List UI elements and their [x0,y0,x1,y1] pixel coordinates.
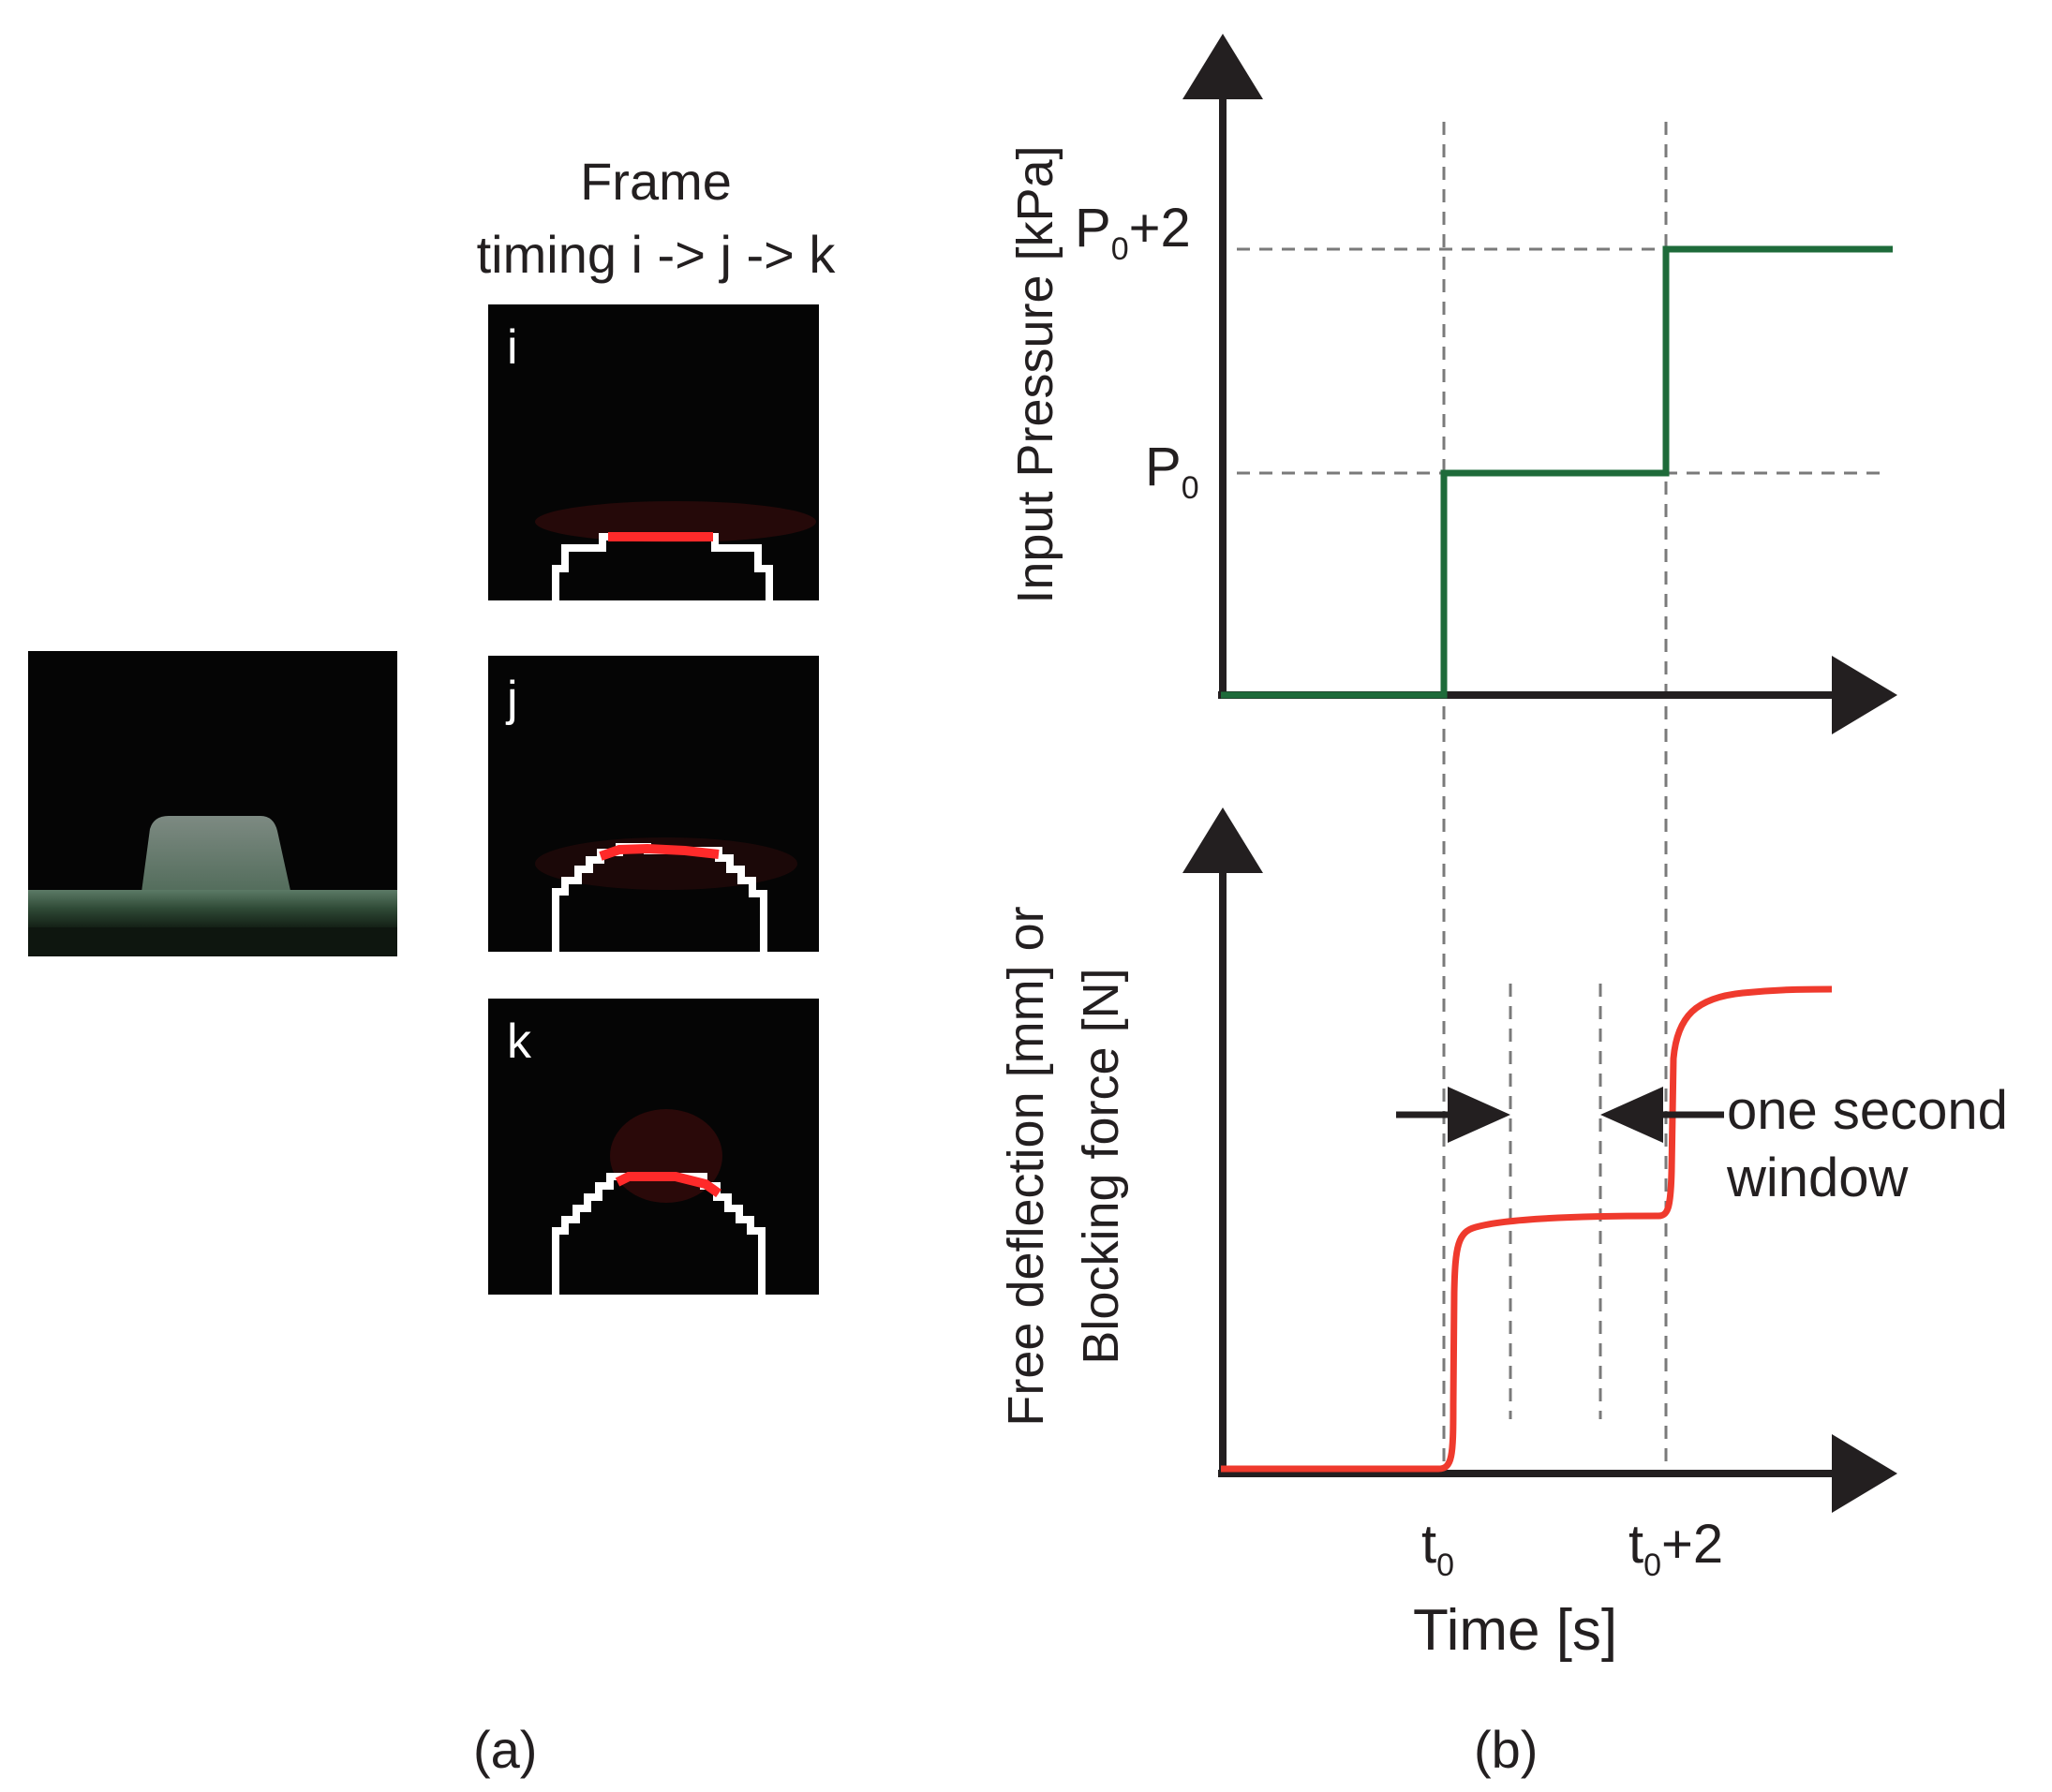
bottom-y-arrowhead [1182,807,1263,873]
bottom-y-axis-label: Free deflection [mm] or Blocking force [… [989,848,1138,1485]
frame-letter-k: k [507,1014,531,1069]
bottom-ylabel-line1: Free deflection [mm] or [998,906,1054,1427]
frame-k: k [488,999,819,1295]
tick-p0-plus2: P0+2 [1075,198,1191,268]
window-arrow-left [1396,1087,1510,1143]
top-y-axis-label: Input Pressure [kPa] [1007,145,1063,604]
frame-j: j [488,656,819,952]
tick-t0: t0 [1421,1514,1455,1584]
top-axes [1182,34,1897,734]
top-x-arrowhead [1832,656,1897,734]
frame-title-line2: timing i -> j -> k [476,225,836,284]
frame-i: i [488,304,819,600]
frame-timing-title: Frame timing i -> j -> k [422,145,890,291]
tick-t0-plus2: t0+2 [1628,1514,1724,1584]
response-curve [1221,985,1833,1473]
frame-letter-i: i [507,320,518,375]
frame-letter-j: j [507,672,518,726]
tick-p0: P0 [1145,437,1199,507]
actuator-photo [28,651,397,956]
bottom-axes [1182,807,1897,1513]
frame-title-line1: Frame [580,152,732,211]
one-second-window-annotation: one second window [1727,1080,2008,1208]
panel-b-label: (b) [1474,1720,1539,1779]
x-axis-label: Time [s] [1413,1598,1618,1663]
top-y-arrowhead [1182,34,1263,99]
bottom-ylabel-line2: Blocking force [N] [1073,968,1129,1365]
window-arrow-right [1600,1087,1724,1143]
pressure-step-line [1221,245,1893,699]
panel-a-label: (a) [473,1720,538,1779]
bottom-x-arrowhead [1832,1434,1897,1513]
